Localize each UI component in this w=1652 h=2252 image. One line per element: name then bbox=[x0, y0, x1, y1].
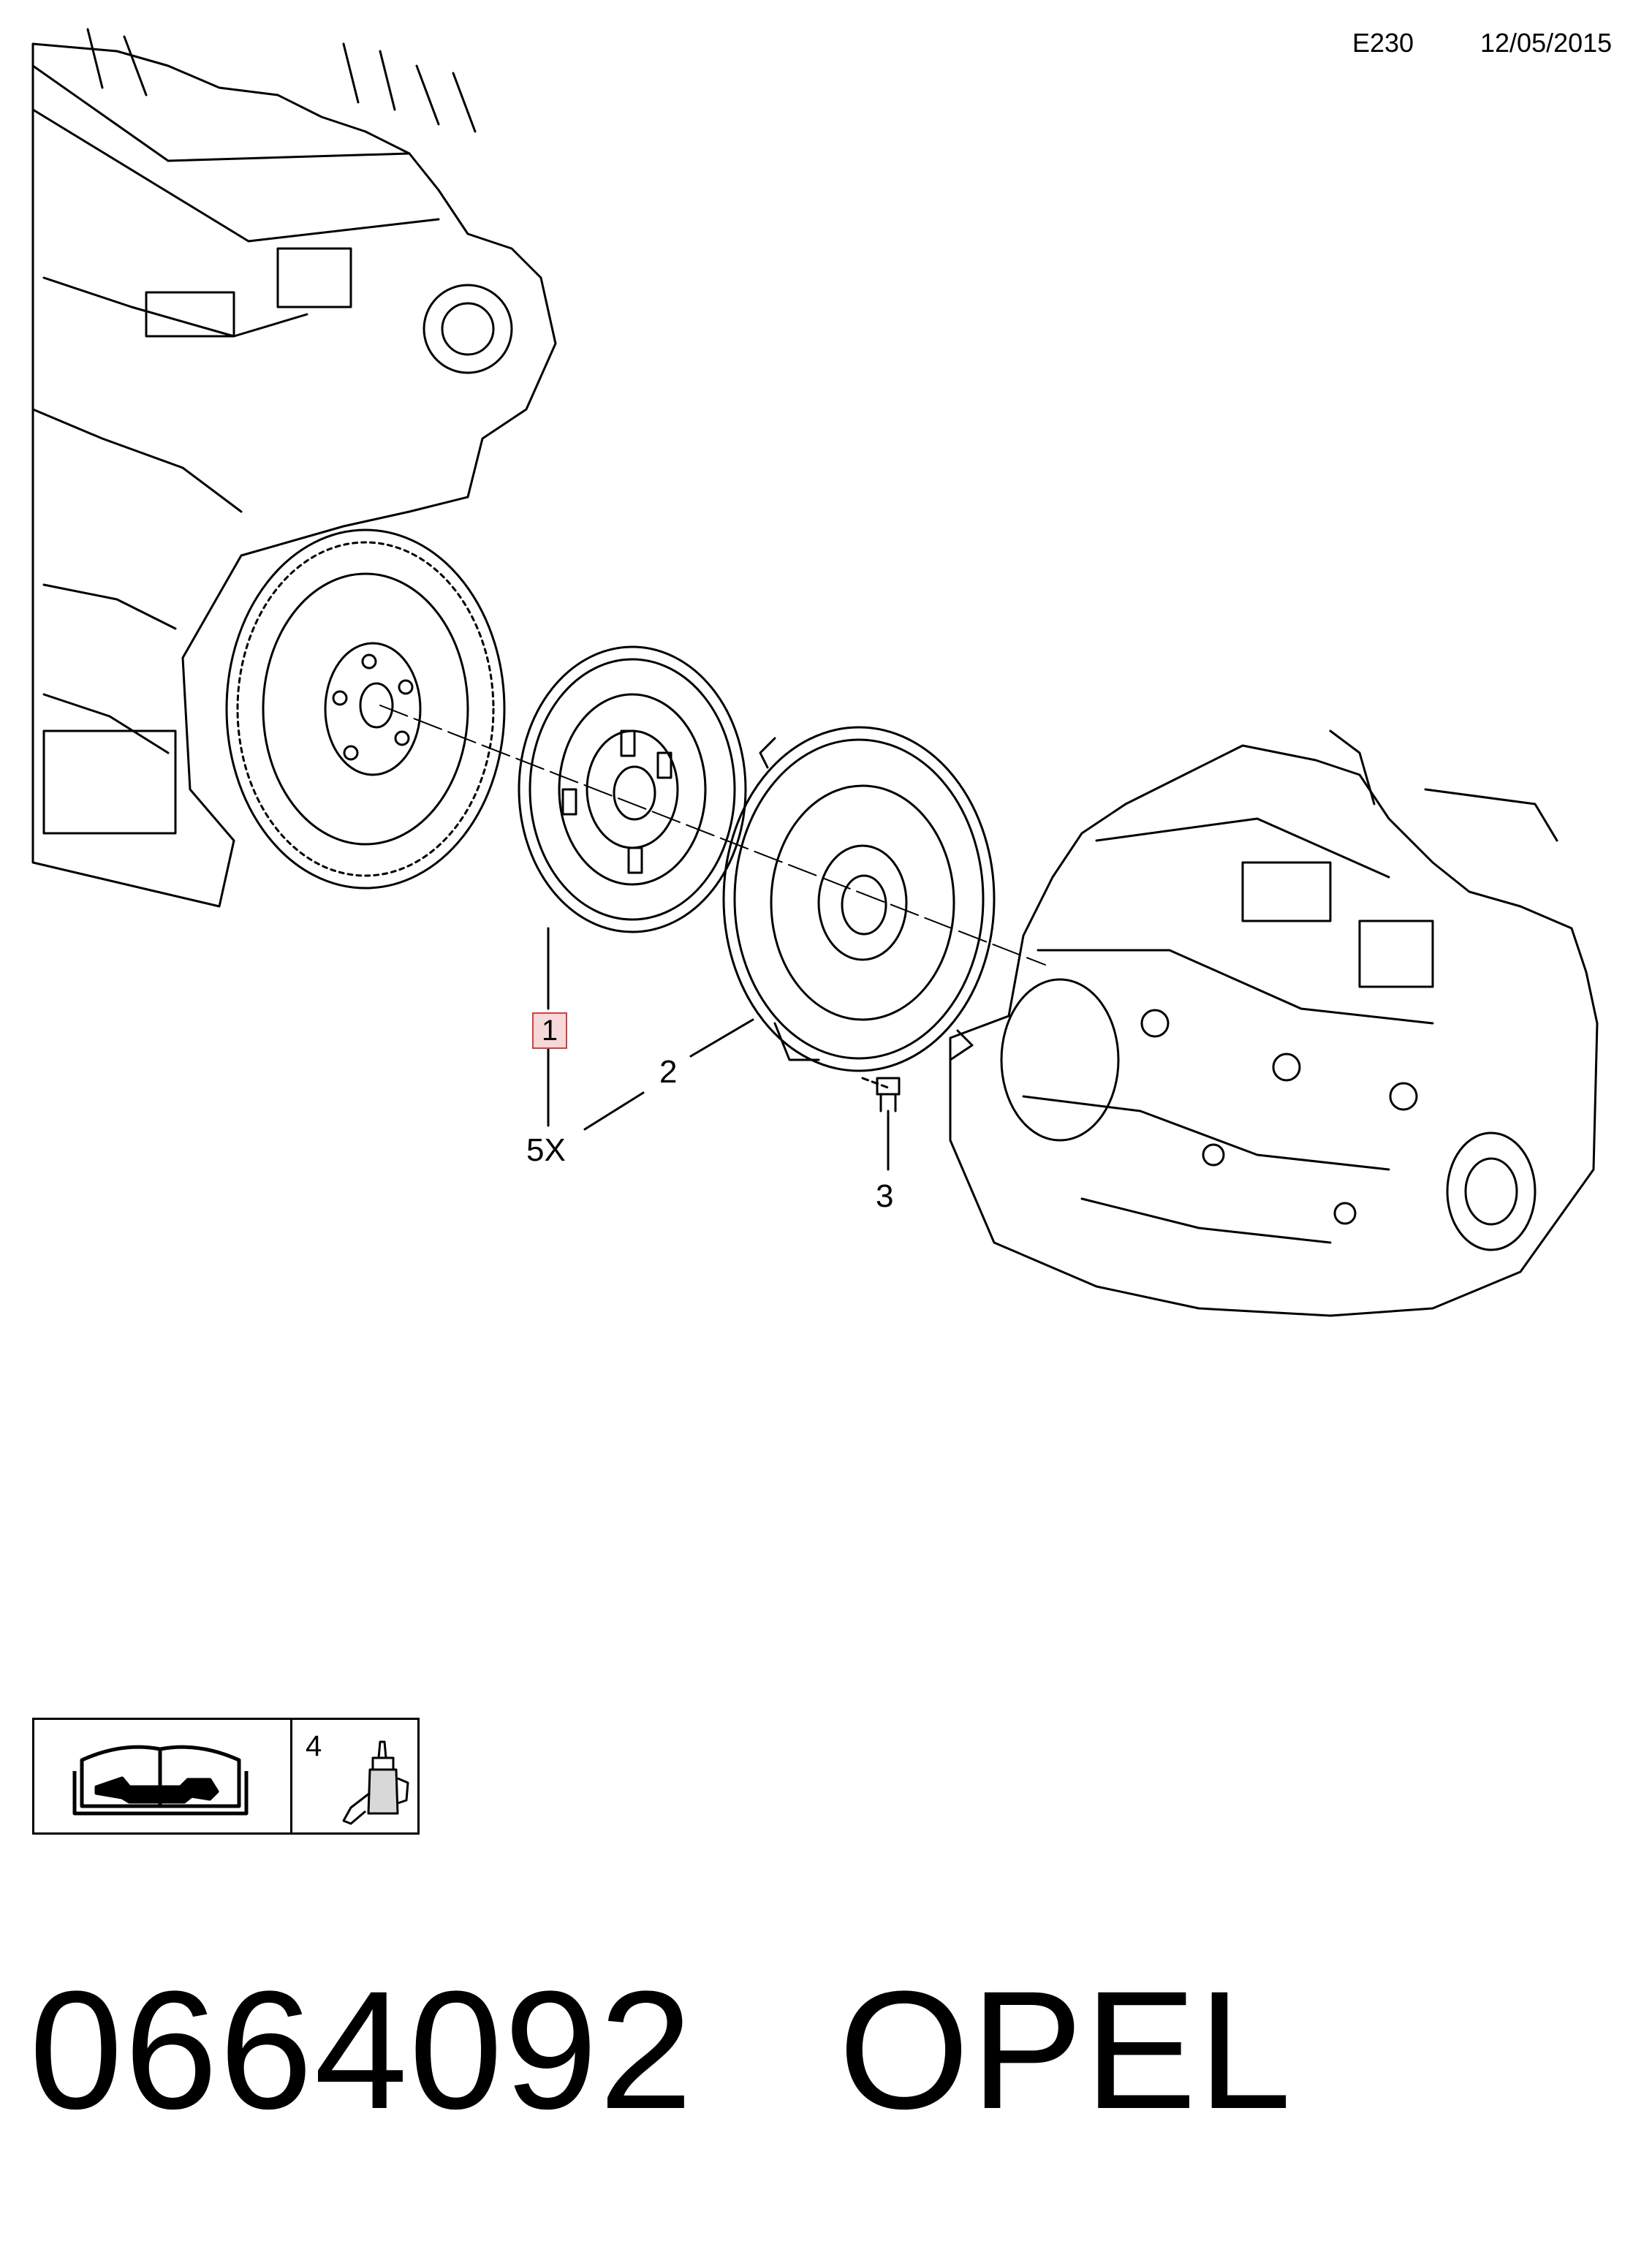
repair-manual-icon bbox=[72, 1745, 249, 1816]
diagram-date: 12/05/2015 bbox=[1480, 28, 1613, 58]
legend-box: 4 bbox=[32, 1718, 420, 1835]
assembly-axis-line bbox=[379, 705, 1046, 966]
pressure-plate bbox=[722, 726, 996, 1072]
clutch-disc bbox=[518, 645, 747, 933]
brand-name: OPEL bbox=[838, 1956, 1293, 2144]
part-number: 0664092 bbox=[29, 1956, 694, 2144]
leader-line-5x-2 bbox=[583, 1091, 645, 1131]
callout-part-3[interactable]: 3 bbox=[876, 1178, 894, 1214]
flywheel bbox=[225, 528, 506, 890]
callout-part-2[interactable]: 2 bbox=[659, 1054, 678, 1090]
lubricant-tube-icon bbox=[342, 1740, 409, 1825]
callout-part-1[interactable]: 1 bbox=[532, 1012, 567, 1049]
footer-spacer bbox=[694, 1956, 838, 2144]
legend-item-4-label: 4 bbox=[306, 1730, 322, 1762]
callout-quantity-5x: 5X bbox=[526, 1132, 566, 1168]
engine-block bbox=[31, 28, 557, 908]
exploded-parts-diagram bbox=[31, 28, 1599, 1317]
leader-line-2 bbox=[689, 1018, 754, 1058]
manual-cell bbox=[34, 1720, 292, 1832]
transmission-housing bbox=[949, 729, 1599, 1317]
diagram-code: E230 bbox=[1352, 28, 1414, 58]
bolt bbox=[861, 1077, 901, 1112]
lubricant-cell: 4 bbox=[292, 1720, 417, 1832]
footer-title: 0664092 OPEL bbox=[29, 1966, 1293, 2134]
